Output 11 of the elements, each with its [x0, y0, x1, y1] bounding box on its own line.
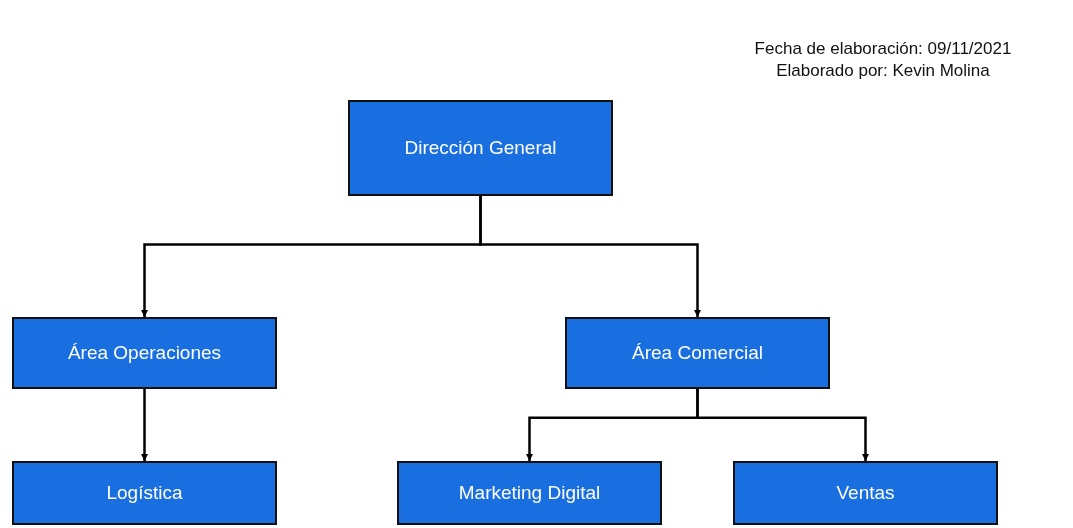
org-unit-box: Logística — [12, 461, 277, 525]
org-unit-box: Área Comercial — [565, 317, 830, 389]
connector-arrow — [696, 389, 869, 461]
org-unit-box: Dirección General — [348, 100, 613, 196]
header-note: Fecha de elaboración: 09/11/2021 — [753, 38, 1013, 60]
org-unit-box: Marketing Digital — [397, 461, 662, 525]
org-unit-box: Área Operaciones — [12, 317, 277, 389]
connector-arrow — [479, 196, 701, 317]
org-unit-box: Ventas — [733, 461, 998, 525]
connector-arrow — [141, 389, 148, 461]
header-note: Elaborado por: Kevin Molina — [775, 60, 991, 82]
